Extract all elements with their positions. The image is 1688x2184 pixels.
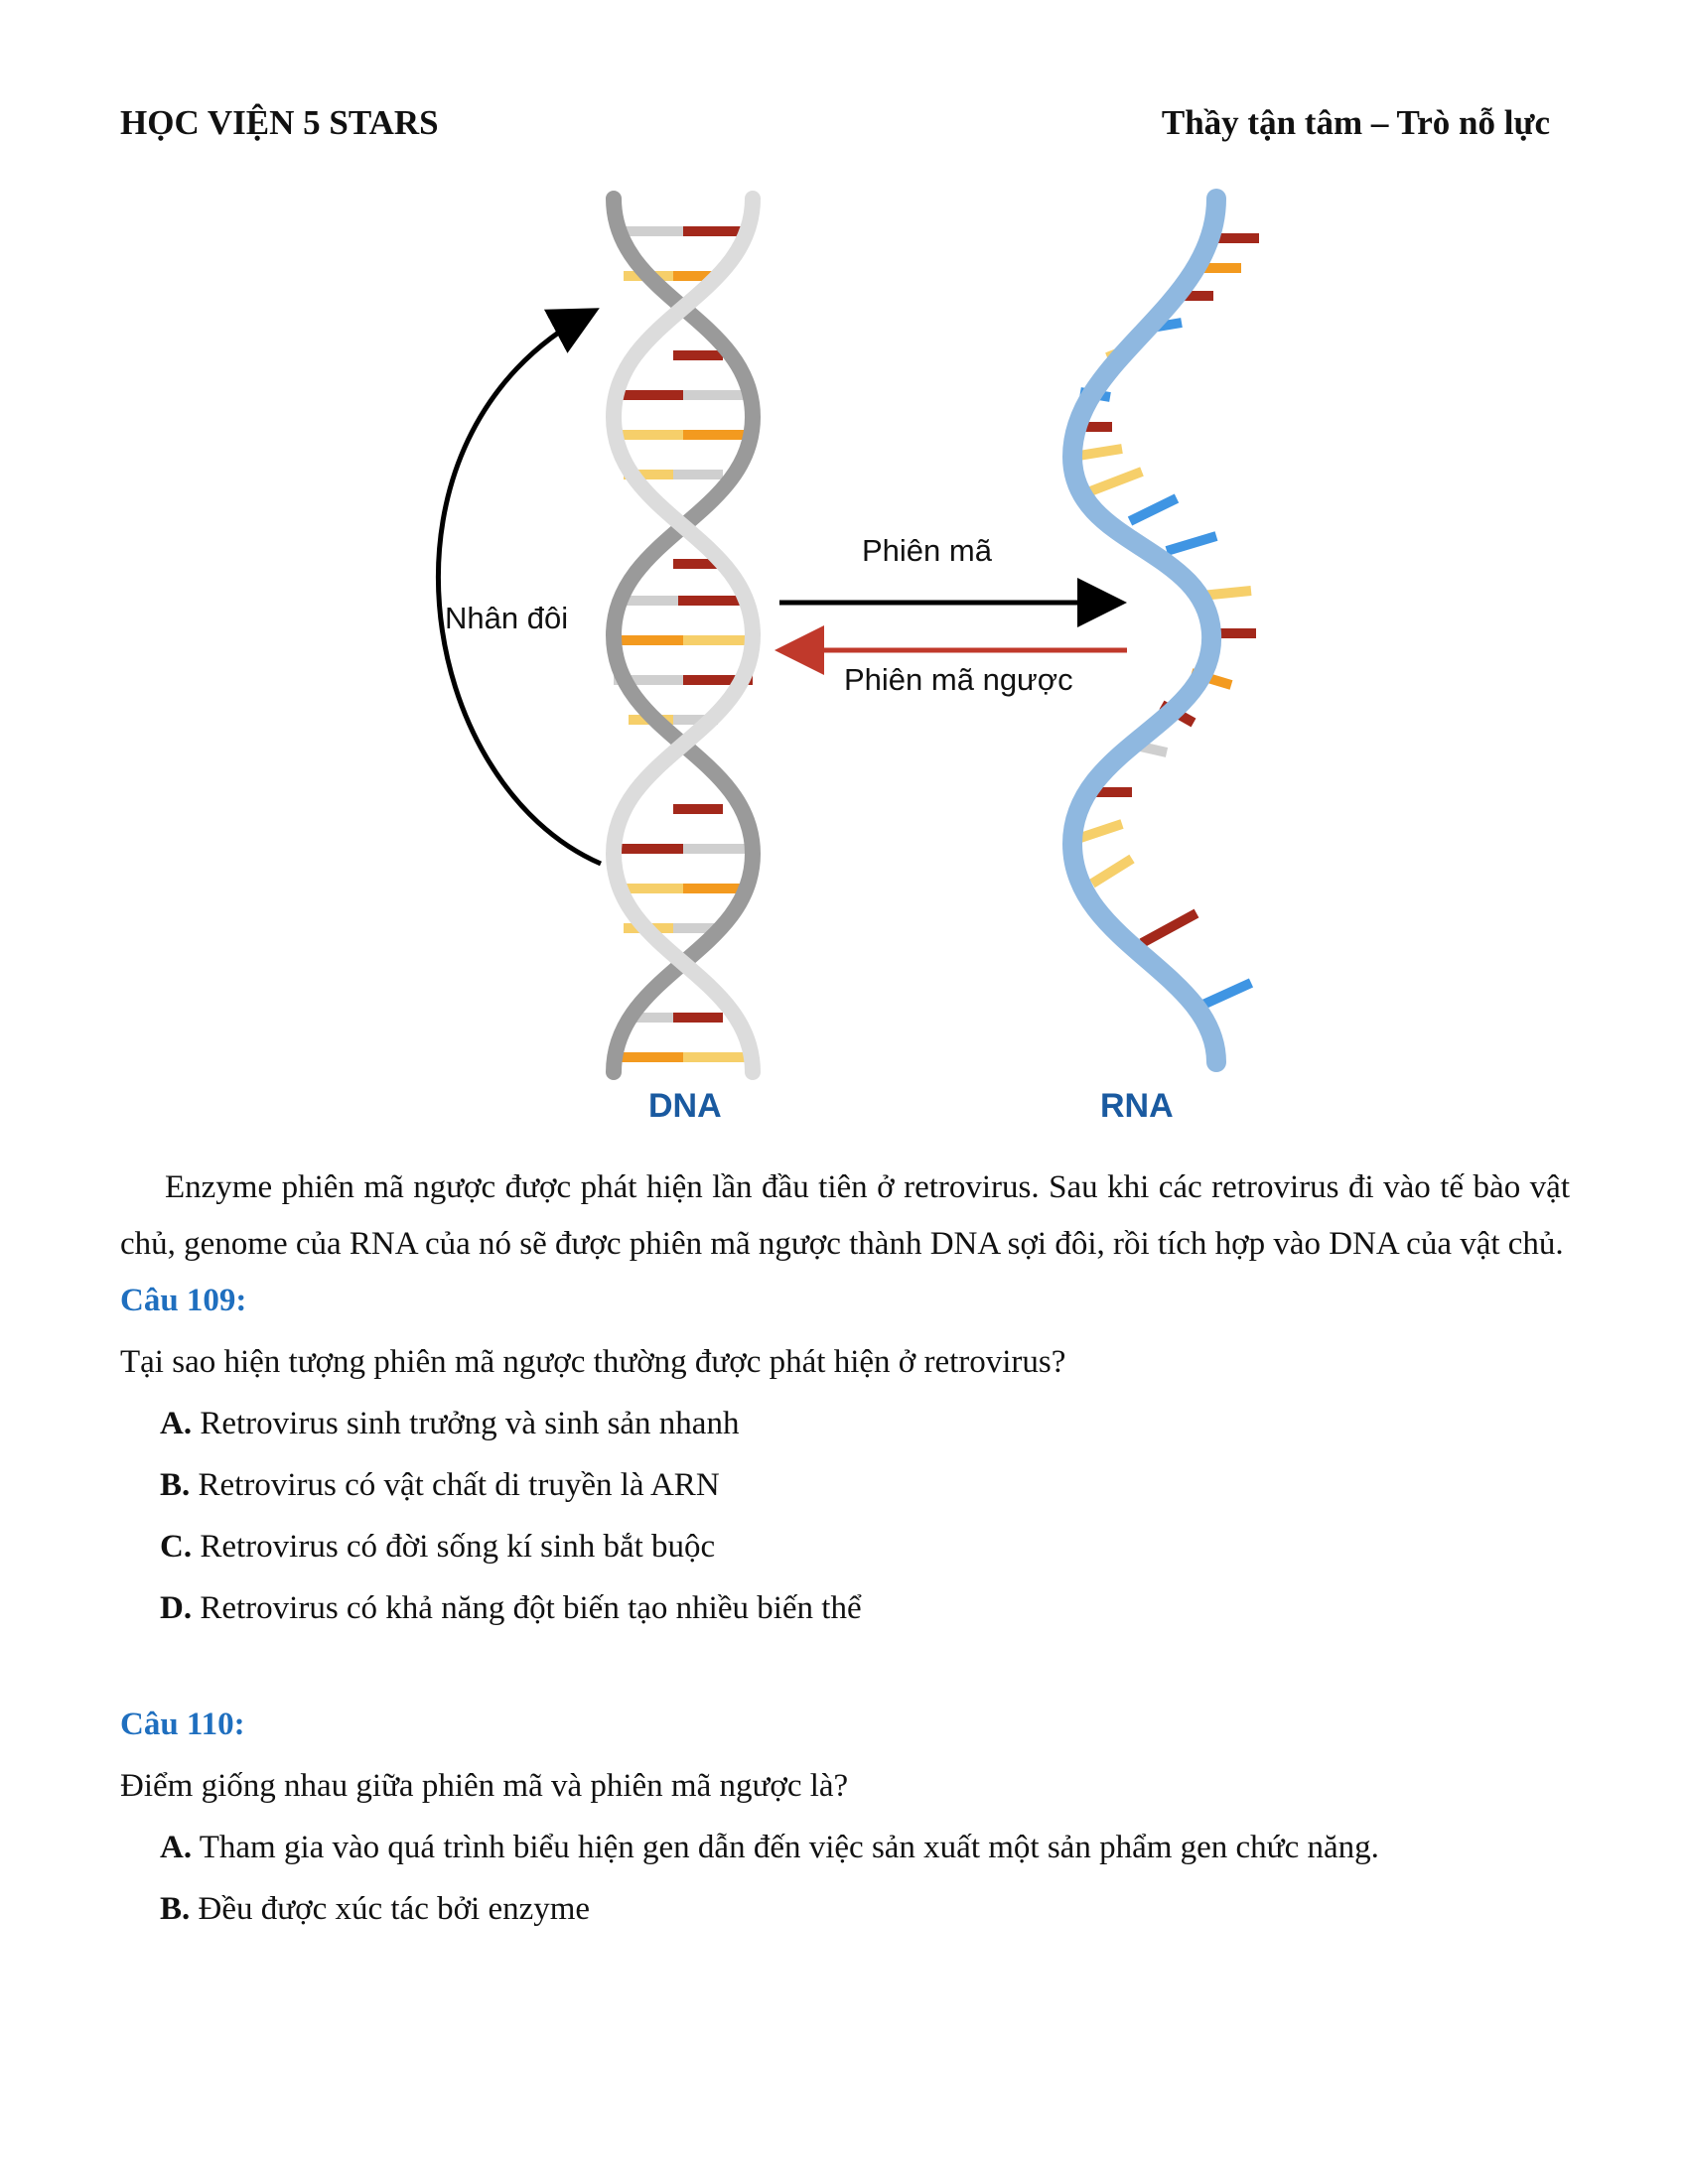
- label-transcription: Phiên mã: [862, 533, 993, 568]
- option-letter: C.: [160, 1529, 193, 1565]
- label-rna: RNA: [1100, 1087, 1174, 1125]
- option-letter: A.: [160, 1406, 193, 1441]
- question-109: Câu 109: Tại sao hiện tượng phiên mã ngư…: [120, 1273, 1570, 1637]
- question-title: Câu 109:: [120, 1283, 247, 1318]
- page-header: HỌC VIỆN 5 STARS Thầy tận tâm – Trò nỗ l…: [120, 103, 1550, 153]
- replication-arrow: [435, 308, 602, 867]
- question-text: Điểm giống nhau giữa phiên mã và phiên m…: [120, 1768, 849, 1804]
- option-text: Tham gia vào quá trình biểu hiện gen dẫn…: [192, 1830, 1379, 1865]
- header-school-name: HỌC VIỆN 5 STARS: [120, 103, 439, 142]
- option-b: B. Đều được xúc tác bởi enzyme: [160, 1881, 1570, 1938]
- dna-double-helix: [605, 191, 762, 1080]
- option-text: Retrovirus có khả năng đột biến tạo nhiề…: [192, 1590, 862, 1626]
- rna-bases: [1070, 233, 1259, 1013]
- option-text: Đều được xúc tác bởi enzyme: [190, 1891, 591, 1927]
- header-slogan: Thầy tận tâm – Trò nỗ lực: [1161, 103, 1550, 142]
- option-letter: A.: [160, 1830, 193, 1865]
- option-letter: B.: [160, 1467, 191, 1503]
- option-d: D. Retrovirus có khả năng đột biến tạo n…: [160, 1580, 1570, 1637]
- option-a: A. Retrovirus sinh trưởng và sinh sản nh…: [160, 1396, 1570, 1452]
- diagram-svg: Nhân đôi Phiên mã Phiên mã ngược DNA RNA: [435, 189, 1259, 1125]
- label-dna: DNA: [648, 1087, 722, 1125]
- option-b: B. Retrovirus có vật chất di truyền là A…: [160, 1457, 1570, 1514]
- question-110: Câu 110: Điểm giống nhau giữa phiên mã v…: [120, 1697, 1570, 1938]
- option-text: Retrovirus sinh trưởng và sinh sản nhanh: [192, 1406, 740, 1441]
- intro-paragraph: Enzyme phiên mã ngược được phát hiện lần…: [120, 1169, 1570, 1262]
- option-text: Retrovirus có đời sống kí sinh bắt buộc: [192, 1529, 716, 1565]
- question-title: Câu 110:: [120, 1706, 245, 1742]
- option-a: A. Tham gia vào quá trình biểu hiện gen …: [160, 1820, 1570, 1876]
- rna-strand: [1061, 189, 1226, 1072]
- option-letter: B.: [160, 1891, 191, 1927]
- document-body: Enzyme phiên mã ngược được phát hiện lần…: [120, 1160, 1570, 1938]
- option-letter: D.: [160, 1590, 193, 1626]
- question-text: Tại sao hiện tượng phiên mã ngược thường…: [120, 1344, 1066, 1380]
- option-c: C. Retrovirus có đời sống kí sinh bắt bu…: [160, 1519, 1570, 1575]
- label-replication: Nhân đôi: [445, 601, 568, 635]
- spacer: [120, 1637, 1570, 1697]
- label-reverse-transcription: Phiên mã ngược: [844, 662, 1073, 697]
- dna-rna-diagram: Nhân đôi Phiên mã Phiên mã ngược DNA RNA: [377, 189, 1311, 1142]
- option-text: Retrovirus có vật chất di truyền là ARN: [190, 1467, 720, 1503]
